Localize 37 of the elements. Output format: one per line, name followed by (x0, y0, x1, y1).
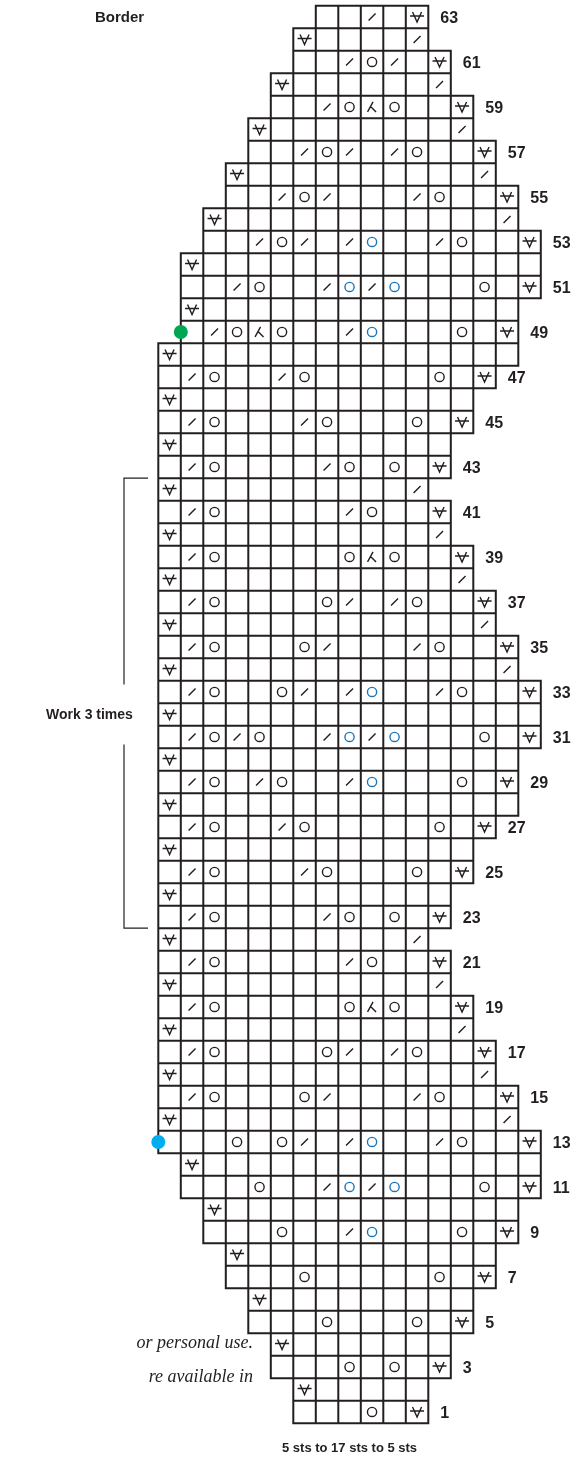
row-number: 27 (507, 817, 526, 837)
row-number: 33 (552, 682, 571, 702)
row-number: 61 (462, 52, 481, 72)
row-number: 55 (530, 187, 549, 207)
row-number: 19 (485, 997, 504, 1017)
row-number: 51 (552, 277, 571, 297)
row-number: 63 (440, 7, 459, 27)
row-number: 9 (530, 1222, 540, 1242)
row-number: 47 (507, 367, 526, 387)
row-number: 35 (530, 637, 549, 657)
row-number: 17 (507, 1042, 526, 1062)
row-number: 7 (507, 1267, 517, 1287)
stitch-count-note: 5 sts to 17 sts to 5 sts (281, 1440, 419, 1455)
row-number: 5 (485, 1312, 495, 1332)
row-number: 41 (462, 502, 481, 522)
row-number: 21 (462, 952, 481, 972)
row-number: 13 (552, 1132, 571, 1152)
row-number: 25 (485, 862, 504, 882)
row-number: 43 (462, 457, 481, 477)
row-number: 23 (462, 907, 481, 927)
repeat-note: Work 3 times (46, 705, 133, 725)
chart-title: Border (95, 8, 145, 25)
row-number: 57 (507, 142, 526, 162)
row-number: 45 (485, 412, 504, 432)
row-number: 31 (552, 727, 571, 747)
row-number: 1 (440, 1402, 450, 1422)
row-number: 11 (552, 1177, 570, 1197)
row-number: 53 (552, 232, 571, 252)
row-number: 37 (507, 592, 526, 612)
row-number: 39 (485, 547, 504, 567)
row-number: 15 (530, 1087, 549, 1107)
note-text: re available in (148, 1366, 253, 1387)
row-number: 3 (462, 1357, 472, 1377)
note-text: or personal use. (136, 1332, 253, 1353)
row-number: 49 (530, 322, 549, 342)
row-number: 29 (530, 772, 549, 792)
row-number: 59 (485, 97, 504, 117)
